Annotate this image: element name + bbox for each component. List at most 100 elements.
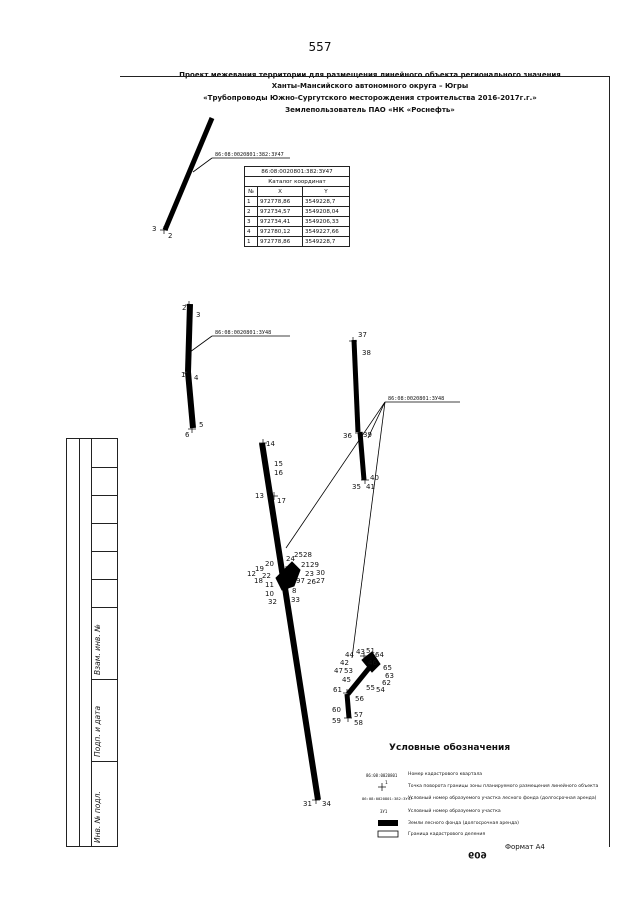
point-label: 2	[168, 232, 172, 240]
point-label: 51	[366, 647, 375, 655]
catalog-cell: 4	[244, 226, 258, 237]
point-label: 53	[344, 667, 353, 675]
catalog-cell: 3	[244, 216, 258, 227]
catalog-title: Каталог координат	[244, 176, 350, 187]
header-line-4: Землепользователь ПАО «НК «Роснефть»	[285, 106, 455, 114]
point-label: 4	[194, 374, 199, 382]
point-label: 3	[196, 311, 200, 319]
bottom-mark: 609	[468, 849, 487, 859]
point-label: 46	[368, 659, 377, 667]
point-label: 54	[376, 686, 385, 694]
point-label: 14	[266, 440, 275, 448]
parcel-label-3: 86:08:0020801:3У48	[388, 396, 444, 402]
catalog-cell: 972734,57	[257, 206, 303, 217]
catalog-header: №	[244, 186, 258, 197]
catalog-cell: 972778,86	[257, 196, 303, 207]
header-line-3: «Трубопроводы Южно-Сургутского месторожд…	[203, 94, 537, 102]
point-label: 24	[286, 555, 295, 563]
strip-37-36	[351, 339, 361, 433]
legend-text-zu: Условный номер образуемого участка	[408, 809, 501, 814]
catalog-cell: 3549228,7	[302, 236, 350, 247]
strip-zu47	[162, 117, 215, 231]
point-label: 57	[354, 711, 363, 719]
point-label: 64	[375, 651, 384, 659]
catalog-parcel: 86:08:0020801:382:ЗУ47	[244, 166, 350, 177]
legend-title: Условные обозначения	[389, 743, 511, 753]
point-label: 56	[355, 695, 364, 703]
point-label: 23	[305, 570, 314, 578]
header-line-2: Ханты-Мансийского автономного округа – Ю…	[271, 82, 469, 90]
point-label: 65	[383, 664, 392, 672]
parcel-label-2: 86:08:0020801:3У48	[215, 330, 271, 336]
point-label: 10	[265, 590, 274, 598]
catalog-cell: 972734,41	[257, 216, 303, 227]
point-label: 32	[268, 598, 277, 606]
page-number: 557	[308, 40, 332, 54]
point-label: 62	[382, 679, 391, 687]
point-label: 36	[343, 432, 352, 440]
strip-56-46	[346, 660, 376, 696]
legend-sample-cross-icon	[378, 783, 386, 791]
point-label: 19	[255, 565, 264, 573]
catalog-cell: 3549208,04	[302, 206, 350, 217]
catalog-cell: 2	[244, 206, 258, 217]
legend-sample-quarter: 86:08:0020801	[366, 773, 398, 778]
legend-text-quarter: Номер кадастрового квартала	[408, 772, 483, 777]
point-label: 1	[181, 371, 185, 379]
title-block-left: Инв. № подл. Подп. и дата Взам. инв. №	[66, 438, 118, 847]
point-label: 59	[332, 717, 341, 725]
point-label: 35	[352, 483, 361, 491]
point-label: 5	[199, 421, 203, 429]
point-label: 39	[363, 431, 372, 439]
catalog-cell: 1	[244, 196, 258, 207]
point-label: 34	[322, 800, 331, 808]
strip-36-35	[357, 431, 367, 481]
point-label: 45	[342, 676, 351, 684]
point-label: 38	[362, 349, 371, 357]
catalog-cell: 972778,86	[257, 236, 303, 247]
point-label: 33	[291, 596, 300, 604]
point-label: 47	[334, 667, 343, 675]
point-label: 60	[332, 706, 341, 714]
catalog-header: Y	[302, 186, 350, 197]
strip-32-31	[282, 587, 321, 801]
point-label: 2	[182, 304, 186, 312]
strip-zu48-b	[185, 371, 196, 429]
point-label: 97	[296, 577, 305, 585]
point-label: 29	[310, 561, 319, 569]
legend-sample-point: 1	[385, 780, 388, 786]
legend-sample-parcel: 86:08:0020801:382:ЗУ47	[362, 796, 412, 801]
legend-text-boundary: Граница кадастрового деления	[408, 832, 486, 837]
header-line-1: Проект межевания территории для размещен…	[179, 71, 561, 79]
point-label: 63	[385, 672, 394, 680]
catalog-cell: 972780,12	[257, 226, 303, 237]
drawing-frame	[120, 76, 610, 847]
point-label: 8	[292, 587, 296, 595]
legend-text-parcel: Условный номер образуемого участка лесно…	[408, 796, 597, 801]
point-label: 3	[152, 225, 156, 233]
strip-zu48-a	[185, 303, 193, 373]
catalog-cell: 3549228,7	[302, 196, 350, 207]
strip-14-10	[259, 442, 287, 585]
point-label: 27	[316, 577, 325, 585]
point-label: 26	[307, 578, 316, 586]
point-label: 31	[303, 800, 312, 808]
legend-samples: 86:08:0020801 1 86:08:0020801:382:ЗУ47 З…	[362, 773, 412, 838]
point-label: 16	[274, 469, 283, 477]
point-label: 61	[333, 686, 342, 694]
point-label: 18	[254, 577, 263, 585]
legend-sample-boundary	[377, 830, 399, 838]
point-label: 17	[277, 497, 286, 505]
parcel-label-1: 86:08:0020801:382:ЗУ47	[215, 152, 284, 158]
point-label: 13	[255, 492, 264, 500]
point-label: 55	[366, 684, 375, 692]
legend-text-forest: Земли лесного фонда (долгосрочная аренда…	[408, 821, 519, 826]
point-label: 44	[345, 651, 354, 659]
point-label: 12	[247, 570, 256, 578]
point-label: 43	[356, 648, 365, 656]
